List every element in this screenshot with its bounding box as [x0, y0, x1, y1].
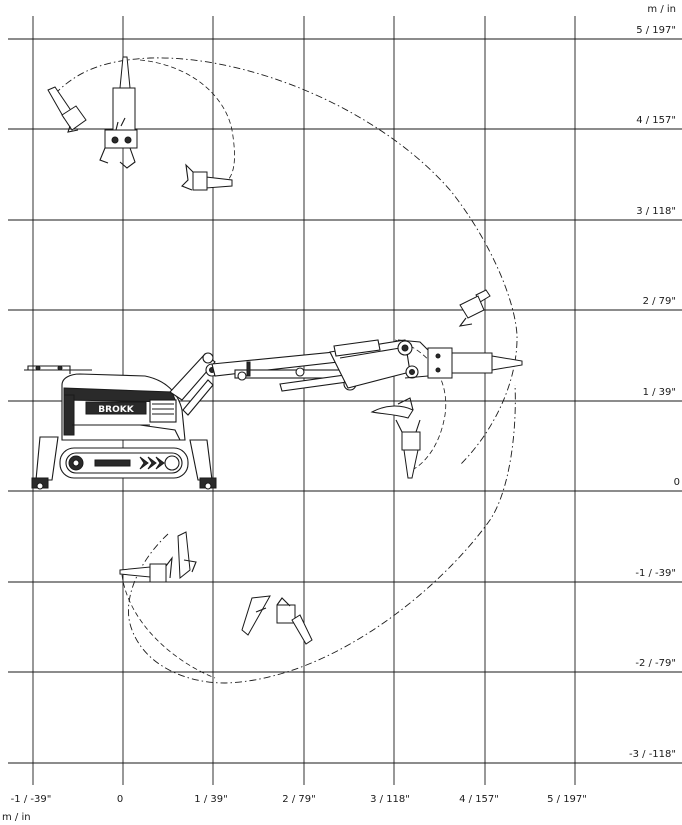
y-tick-label-3: 3 / 118" — [636, 206, 676, 217]
y-tick-label-neg2: -2 / -79" — [635, 658, 676, 669]
bucket-right-position — [370, 397, 414, 419]
bucket-lower-center-position — [241, 595, 271, 636]
breaker-right-upper-position — [458, 289, 491, 327]
unit-label-top: m / in — [647, 4, 676, 15]
breaker-top-position — [99, 56, 138, 169]
inner-right-loop-envelope — [394, 339, 447, 473]
x-tick-label-3: 3 / 118" — [370, 794, 410, 805]
reach-envelopes — [54, 57, 518, 684]
x-tick-label-neg1: -1 / -39" — [11, 794, 52, 805]
breaker-lower-right-position — [276, 597, 313, 645]
y-tick-label-5: 5 / 197" — [636, 25, 676, 36]
x-tick-label-2: 2 / 79" — [282, 794, 315, 805]
y-tick-label-0: 0 — [674, 477, 680, 488]
y-tick-label-neg3: -3 / -118" — [629, 749, 676, 760]
brand-label: BROKK — [98, 405, 134, 415]
y-tick-label-1: 1 / 39" — [643, 387, 676, 398]
main-housing: BROKK — [61, 373, 186, 441]
breaker-lower-left-position — [119, 556, 173, 583]
unit-label-bottom: m / in — [2, 812, 31, 823]
x-tick-label-0: 0 — [117, 794, 123, 805]
y-tick-label-neg1: -1 / -39" — [635, 568, 676, 579]
right-outrigger — [189, 439, 217, 490]
left-outrigger — [31, 436, 59, 490]
breaker-upper-left-position — [47, 86, 87, 133]
upper-loop-envelope — [139, 59, 235, 186]
top-handle — [24, 365, 92, 374]
x-tick-label-4: 4 / 157" — [459, 794, 499, 805]
bucket-lower-left-position — [177, 531, 197, 580]
breaker-extended-position — [427, 347, 523, 379]
outer-reach-envelope — [54, 57, 518, 466]
breaker-downward-position — [395, 419, 421, 479]
x-tick-label-1: 1 / 39" — [194, 794, 227, 805]
lower-inner-envelope — [121, 574, 216, 679]
arm-system — [169, 339, 429, 416]
y-tick-label-2: 2 / 79" — [643, 296, 676, 307]
breaker-upper-right-position — [181, 163, 233, 191]
tool-positions — [47, 56, 523, 645]
y-tick-label-4: 4 / 157" — [636, 115, 676, 126]
demolition-machine: BROKK — [24, 339, 429, 490]
x-tick-label-5: 5 / 197" — [547, 794, 587, 805]
lower-reach-envelope — [128, 384, 516, 684]
track — [59, 447, 189, 479]
